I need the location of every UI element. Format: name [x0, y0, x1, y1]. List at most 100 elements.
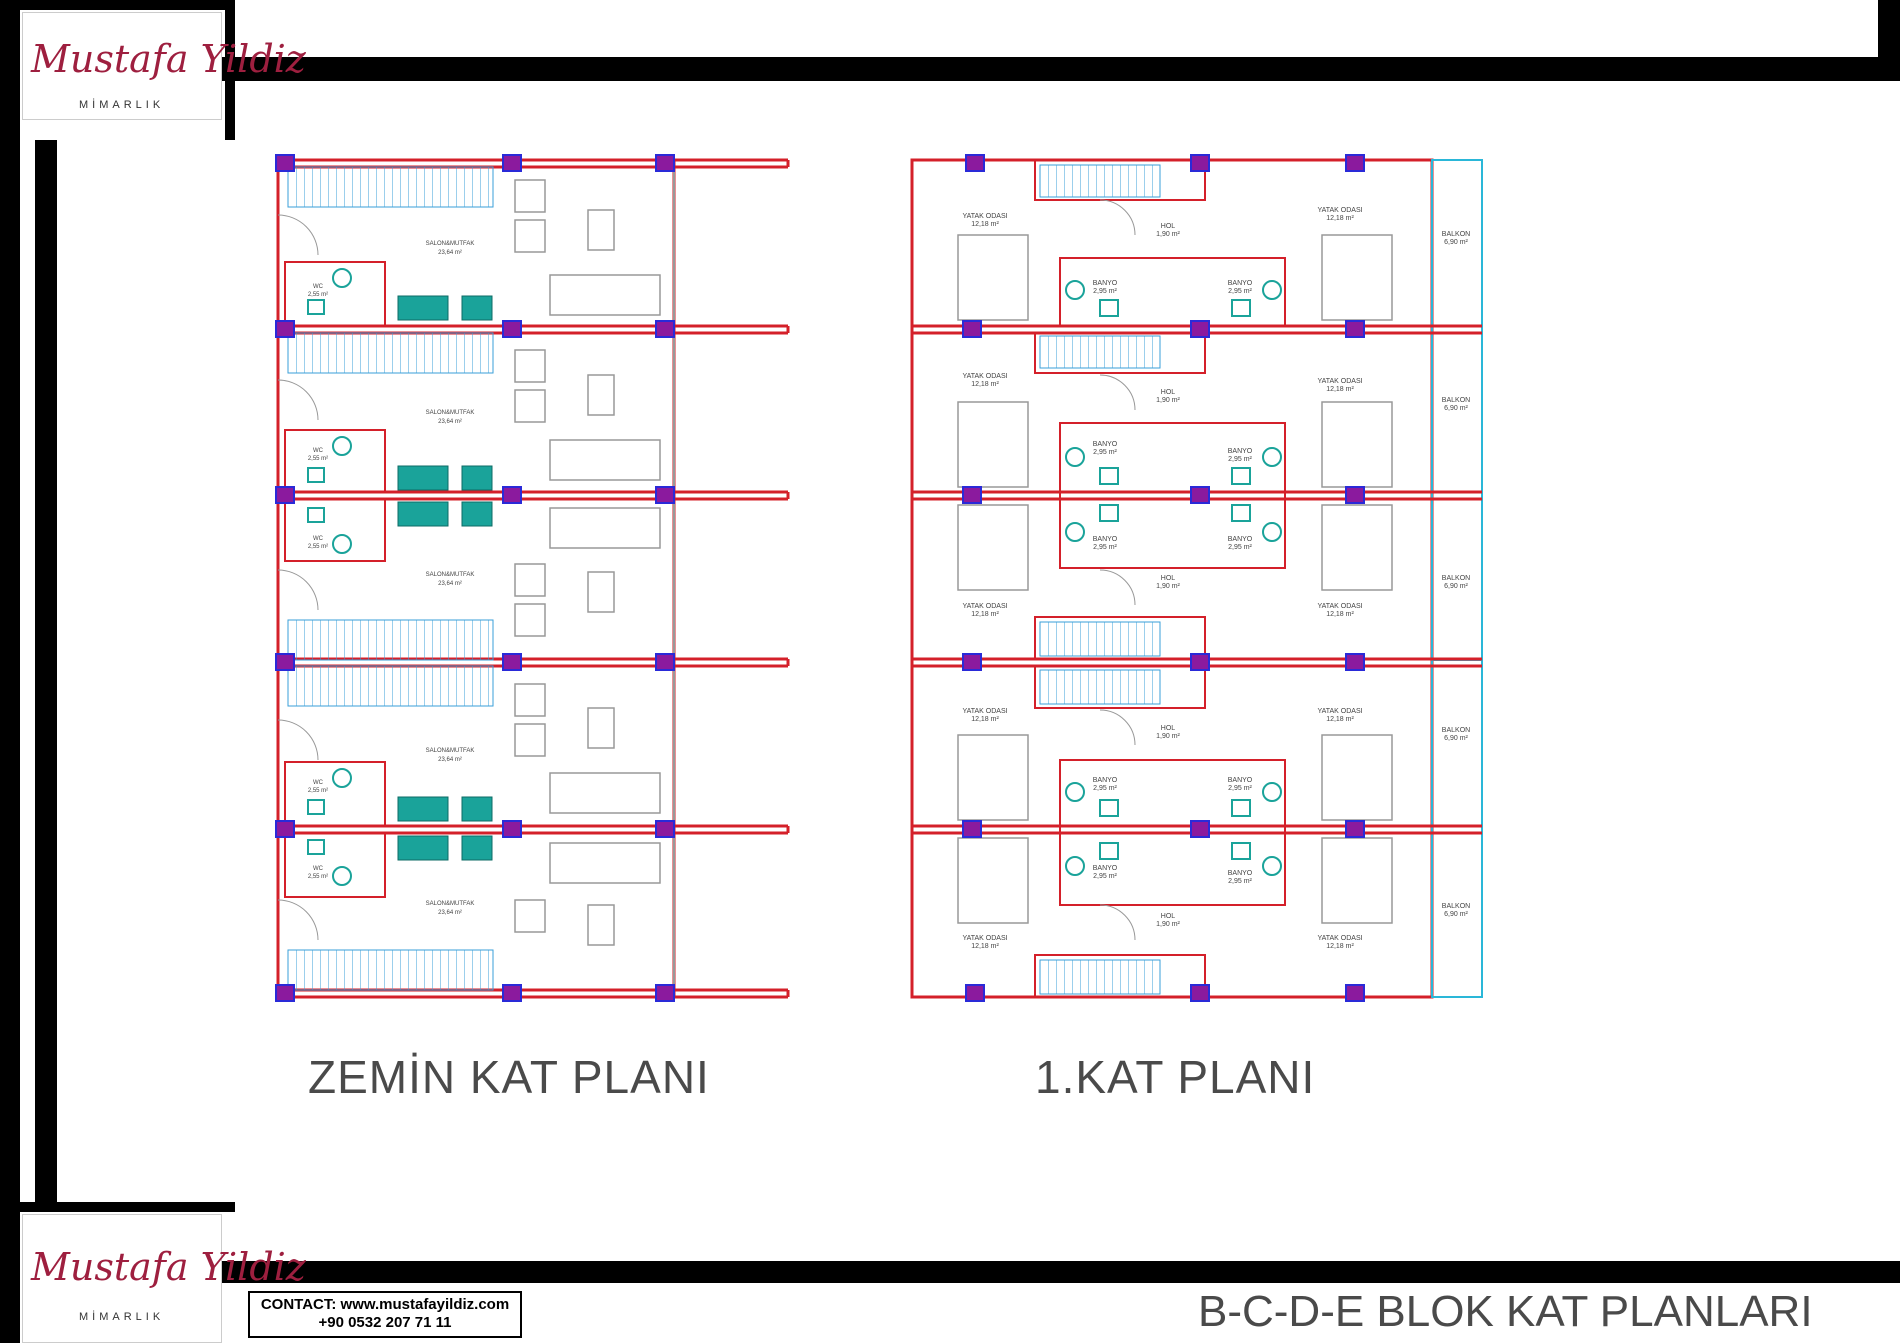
- svg-text:YATAK ODASI: YATAK ODASI: [962, 708, 1007, 715]
- svg-text:BANYO: BANYO: [1093, 777, 1118, 784]
- first-floor-title: 1.KAT PLANI: [1035, 1051, 1316, 1103]
- frame-top-logo-surround: [20, 0, 235, 10]
- svg-text:2,95 m²: 2,95 m²: [1093, 873, 1117, 880]
- svg-text:12,18 m²: 12,18 m²: [1326, 716, 1354, 723]
- svg-text:WC: WC: [313, 866, 324, 872]
- frame-top-logo-right: [225, 0, 235, 140]
- svg-text:BALKON: BALKON: [1442, 397, 1470, 404]
- svg-text:BANYO: BANYO: [1093, 536, 1118, 543]
- svg-text:2,95 m²: 2,95 m²: [1093, 785, 1117, 792]
- svg-text:1,90 m²: 1,90 m²: [1156, 583, 1180, 590]
- svg-text:23,64 m²: 23,64 m²: [438, 250, 462, 256]
- svg-text:YATAK ODASI: YATAK ODASI: [1317, 935, 1362, 942]
- svg-text:2,95 m²: 2,95 m²: [1228, 456, 1252, 463]
- svg-text:12,18 m²: 12,18 m²: [1326, 215, 1354, 222]
- svg-text:6,90 m²: 6,90 m²: [1444, 405, 1468, 412]
- svg-text:23,64 m²: 23,64 m²: [438, 757, 462, 763]
- svg-text:2,95 m²: 2,95 m²: [1228, 785, 1252, 792]
- svg-text:BANYO: BANYO: [1228, 536, 1253, 543]
- frame-left-outer-bar: [0, 0, 20, 1343]
- frame-left-inner-bar: [35, 140, 57, 1210]
- svg-text:YATAK ODASI: YATAK ODASI: [962, 935, 1007, 942]
- frame-top-bar: [215, 57, 1900, 81]
- logo-top: Mustafa Yildiz MİMARLIK: [22, 12, 306, 120]
- svg-text:BANYO: BANYO: [1093, 441, 1118, 448]
- svg-text:2,55 m²: 2,55 m²: [308, 788, 328, 794]
- svg-text:SALON&MUTFAK: SALON&MUTFAK: [426, 901, 475, 907]
- svg-text:YATAK ODASI: YATAK ODASI: [962, 373, 1007, 380]
- svg-text:WC: WC: [313, 780, 324, 786]
- svg-text:WC: WC: [313, 284, 324, 290]
- svg-text:12,18 m²: 12,18 m²: [971, 221, 999, 228]
- frame-right-bar: [1878, 0, 1900, 81]
- svg-text:2,55 m²: 2,55 m²: [308, 292, 328, 298]
- svg-text:12,18 m²: 12,18 m²: [1326, 611, 1354, 618]
- document-title: B-C-D-E BLOK KAT PLANLARI: [1198, 1287, 1813, 1336]
- logo-sub-text: MİMARLIK: [79, 99, 165, 111]
- svg-text:2,95 m²: 2,95 m²: [1228, 544, 1252, 551]
- svg-text:6,90 m²: 6,90 m²: [1444, 735, 1468, 742]
- contact-website: CONTACT: www.mustafayildiz.com: [260, 1296, 510, 1313]
- svg-text:12,18 m²: 12,18 m²: [971, 611, 999, 618]
- svg-text:SALON&MUTFAK: SALON&MUTFAK: [426, 748, 475, 754]
- svg-text:YATAK ODASI: YATAK ODASI: [1317, 603, 1362, 610]
- svg-text:YATAK ODASI: YATAK ODASI: [1317, 378, 1362, 385]
- svg-text:1,90 m²: 1,90 m²: [1156, 733, 1180, 740]
- ground-floor-plan: SALON&MUTFAK 23,64 m² SALON&MUTFAK 23,64 m…: [275, 154, 790, 1002]
- svg-text:2,95 m²: 2,95 m²: [1228, 878, 1252, 885]
- svg-text:BANYO: BANYO: [1228, 280, 1253, 287]
- svg-text:23,64 m²: 23,64 m²: [438, 419, 462, 425]
- svg-text:12,18 m²: 12,18 m²: [971, 943, 999, 950]
- ground-floor-title: ZEMİN KAT PLANI: [308, 1051, 710, 1103]
- svg-text:YATAK ODASI: YATAK ODASI: [962, 213, 1007, 220]
- logo-bottom: Mustafa Yildiz MİMARLIK: [22, 1214, 306, 1343]
- svg-text:2,95 m²: 2,95 m²: [1228, 288, 1252, 295]
- frame-bottom-bar: [215, 1261, 1900, 1283]
- svg-text:23,64 m²: 23,64 m²: [438, 581, 462, 587]
- logo-script-text: Mustafa Yildiz: [31, 1245, 306, 1289]
- svg-text:HOL: HOL: [1161, 725, 1176, 732]
- svg-text:6,90 m²: 6,90 m²: [1444, 239, 1468, 246]
- svg-text:1,90 m²: 1,90 m²: [1156, 231, 1180, 238]
- svg-text:2,95 m²: 2,95 m²: [1093, 288, 1117, 295]
- svg-text:12,18 m²: 12,18 m²: [1326, 943, 1354, 950]
- svg-text:BANYO: BANYO: [1228, 870, 1253, 877]
- svg-text:BALKON: BALKON: [1442, 575, 1470, 582]
- contact-box: CONTACT: www.mustafayildiz.com +90 0532 …: [248, 1291, 522, 1338]
- svg-text:BANYO: BANYO: [1093, 865, 1118, 872]
- svg-text:WC: WC: [313, 536, 324, 542]
- svg-text:12,18 m²: 12,18 m²: [971, 381, 999, 388]
- svg-text:12,18 m²: 12,18 m²: [971, 716, 999, 723]
- svg-text:2,55 m²: 2,55 m²: [308, 874, 328, 880]
- svg-text:6,90 m²: 6,90 m²: [1444, 911, 1468, 918]
- svg-text:2,95 m²: 2,95 m²: [1093, 544, 1117, 551]
- svg-text:SALON&MUTFAK: SALON&MUTFAK: [426, 241, 475, 247]
- svg-text:BANYO: BANYO: [1228, 777, 1253, 784]
- svg-text:BANYO: BANYO: [1093, 280, 1118, 287]
- svg-text:SALON&MUTFAK: SALON&MUTFAK: [426, 410, 475, 416]
- svg-text:2,95 m²: 2,95 m²: [1093, 449, 1117, 456]
- svg-text:HOL: HOL: [1161, 223, 1176, 230]
- svg-text:BALKON: BALKON: [1442, 727, 1470, 734]
- frame-bottom-logo-surround: [20, 1202, 235, 1212]
- svg-text:BALKON: BALKON: [1442, 903, 1470, 910]
- logo-sub-text: MİMARLIK: [79, 1311, 165, 1323]
- svg-text:HOL: HOL: [1161, 913, 1176, 920]
- svg-text:23,64 m²: 23,64 m²: [438, 910, 462, 916]
- svg-text:BALKON: BALKON: [1442, 231, 1470, 238]
- svg-text:YATAK ODASI: YATAK ODASI: [962, 603, 1007, 610]
- svg-text:2,55 m²: 2,55 m²: [308, 544, 328, 550]
- svg-text:HOL: HOL: [1161, 575, 1176, 582]
- svg-text:BANYO: BANYO: [1228, 448, 1253, 455]
- svg-text:1,90 m²: 1,90 m²: [1156, 921, 1180, 928]
- logo-script-text: Mustafa Yildiz: [31, 37, 306, 81]
- svg-text:YATAK ODASI: YATAK ODASI: [1317, 708, 1362, 715]
- svg-text:6,90 m²: 6,90 m²: [1444, 583, 1468, 590]
- svg-text:1,90 m²: 1,90 m²: [1156, 397, 1180, 404]
- svg-text:2,55 m²: 2,55 m²: [308, 456, 328, 462]
- svg-text:12,18 m²: 12,18 m²: [1326, 386, 1354, 393]
- svg-text:SALON&MUTFAK: SALON&MUTFAK: [426, 572, 475, 578]
- contact-phone: +90 0532 207 71 11: [318, 1314, 452, 1331]
